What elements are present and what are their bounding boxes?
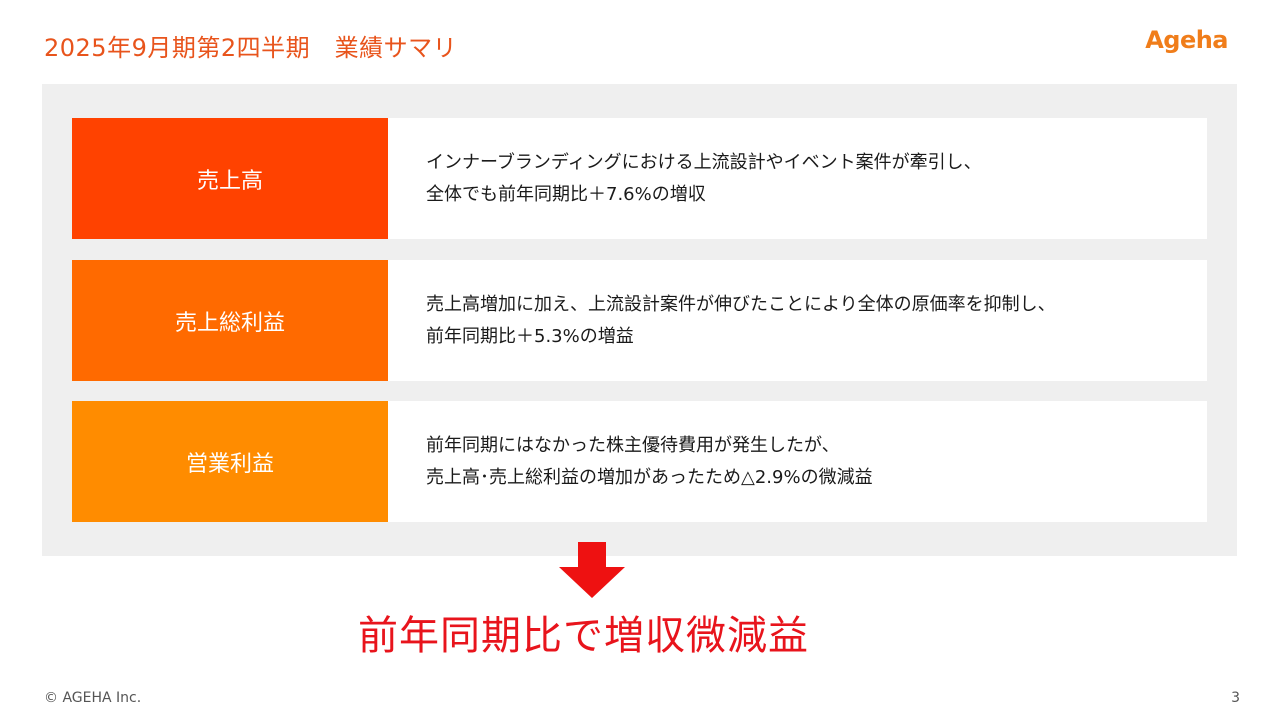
ageha-logo: Ageha [1145,26,1228,54]
summary-row-gross-profit: 売上総利益 売上高増加に加え、上流設計案件が伸びたことにより全体の原価率を抑制し… [72,260,1207,381]
description-line: 全体でも前年同期比＋7.6%の増収 [426,183,706,205]
row-description-operating-profit: 前年同期にはなかった株主優待費用が発生したが、 売上高･売上総利益の増加があった… [388,401,1207,522]
row-label-sales: 売上高 [72,118,388,239]
copyright: © AGEHA Inc. [44,690,142,706]
row-label-gross-profit: 売上総利益 [72,260,388,381]
row-label-operating-profit: 営業利益 [72,401,388,522]
description-line: インナーブランディングにおける上流設計やイベント案件が牽引し、 [426,151,982,173]
down-arrow-icon [559,542,625,598]
description-line: 前年同期比＋5.3%の増益 [426,325,634,347]
description-line: 売上高･売上総利益の増加があったため△2.9%の微減益 [426,466,873,488]
slide-title: 2025年9月期第2四半期 業績サマリ [44,34,458,62]
conclusion-text: 前年同期比で増収微減益 [358,613,809,659]
summary-row-operating-profit: 営業利益 前年同期にはなかった株主優待費用が発生したが、 売上高･売上総利益の増… [72,401,1207,522]
description-line: 売上高増加に加え、上流設計案件が伸びたことにより全体の原価率を抑制し、 [426,293,1056,315]
description-line: 前年同期にはなかった株主優待費用が発生したが、 [426,434,840,456]
summary-row-sales: 売上高 インナーブランディングにおける上流設計やイベント案件が牽引し、 全体でも… [72,118,1207,239]
page-number: 3 [1231,690,1240,706]
row-description-sales: インナーブランディングにおける上流設計やイベント案件が牽引し、 全体でも前年同期… [388,118,1207,239]
row-description-gross-profit: 売上高増加に加え、上流設計案件が伸びたことにより全体の原価率を抑制し、 前年同期… [388,260,1207,381]
